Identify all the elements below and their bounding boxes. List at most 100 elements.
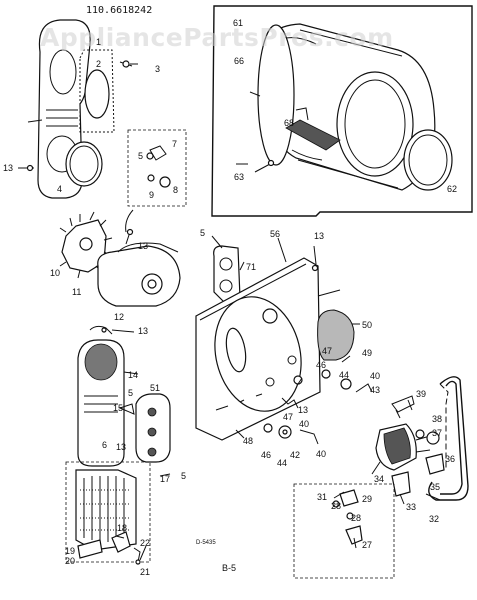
drawing-code: D-5435 [196, 540, 216, 546]
callout-44: 44 [277, 458, 287, 468]
callout-29: 29 [362, 494, 372, 504]
motor-assembly [375, 376, 469, 501]
callout-13: 13 [138, 241, 148, 251]
callout-8: 8 [173, 185, 178, 195]
callout-40: 40 [370, 371, 380, 381]
callout-9: 9 [149, 190, 154, 200]
screw-49 [341, 355, 351, 363]
watermark: AppliancePartsPros.com [40, 23, 394, 52]
switch-27 [345, 525, 363, 545]
callout-5: 5 [200, 228, 205, 238]
callout-13: 13 [298, 405, 308, 415]
callout-28: 28 [351, 513, 361, 523]
callout-7: 7 [172, 139, 177, 149]
drum-screw-63 [254, 163, 271, 173]
callout-49: 49 [362, 348, 372, 358]
callout-5: 5 [138, 151, 143, 161]
callout-11: 11 [72, 287, 81, 297]
callout-37: 37 [432, 428, 442, 438]
rear-panel-assembly [195, 245, 355, 441]
callout-1: 1 [96, 37, 101, 47]
callout-13: 13 [138, 326, 148, 336]
callout-21: 21 [140, 567, 150, 577]
drum-seal [403, 129, 453, 191]
drum-baffle [285, 119, 341, 151]
motor-clamp-33 [391, 471, 411, 497]
idler-bolt-40 [299, 429, 319, 445]
callout-3: 3 [155, 64, 160, 74]
callout-48: 48 [243, 436, 253, 446]
callout-42: 42 [290, 450, 300, 460]
callout-15: 15 [113, 403, 123, 413]
washer-46 [263, 423, 273, 433]
callout-50: 50 [362, 320, 372, 330]
callout-13: 13 [116, 442, 126, 452]
terminal-18 [111, 531, 131, 553]
callout-13: 13 [3, 163, 13, 173]
door-switch-group [293, 483, 395, 579]
callout-35: 35 [430, 482, 440, 492]
switch-29 [339, 489, 359, 507]
callout-62: 62 [447, 184, 457, 194]
callout-44: 44 [339, 370, 349, 380]
gasket-frame-2 [79, 49, 115, 133]
callout-40: 40 [299, 419, 309, 429]
callout-labels: 1 2 3 4 5 5 5 5 6 7 8 9 10 11 12 13 13 1… [3, 18, 457, 577]
callout-47: 47 [283, 412, 293, 422]
drum-front-opening [336, 71, 414, 177]
callout-38: 38 [432, 414, 442, 424]
callout-31: 31 [317, 492, 327, 502]
drive-belt-32 [428, 376, 469, 501]
duct-gasket-2 [84, 69, 110, 119]
callout-66: 66 [234, 56, 244, 66]
leader-lines [27, 63, 441, 561]
callout-12: 12 [114, 312, 124, 322]
callout-43: 43 [370, 385, 380, 395]
callout-17: 17 [160, 474, 170, 484]
blower-housing [97, 245, 181, 307]
model-number: 110.6618242 [86, 5, 152, 16]
clip-15 [118, 403, 135, 415]
callout-39: 39 [416, 389, 426, 399]
washer-44 [340, 378, 352, 390]
callout-68: 68 [284, 118, 294, 128]
callout-32: 32 [429, 514, 439, 524]
callout-14: 14 [128, 370, 138, 380]
callout-63: 63 [234, 172, 244, 182]
page-number: B-5 [222, 563, 236, 573]
callout-34: 34 [374, 474, 384, 484]
callout-56: 56 [270, 229, 280, 239]
callout-47: 47 [322, 346, 332, 356]
callout-40: 40 [316, 449, 326, 459]
callout-27: 27 [362, 540, 372, 550]
clip-19-20 [77, 539, 103, 559]
thermostat-9 [147, 174, 155, 182]
idler-pulley-group [263, 369, 373, 445]
heater-thermostat-22 [133, 547, 141, 563]
callout-22: 22 [140, 538, 150, 548]
callout-5: 5 [128, 388, 133, 398]
callout-5: 5 [181, 471, 186, 481]
drum-inset [211, 5, 473, 217]
callout-28: 28 [331, 501, 341, 511]
drum-inset-frame [211, 5, 473, 217]
exhaust-cover-50 [317, 309, 355, 361]
front-duct-assembly [18, 19, 133, 199]
callout-10: 10 [50, 268, 60, 278]
callout-46: 46 [261, 450, 271, 460]
callout-33: 33 [406, 502, 416, 512]
callout-71: 71 [246, 262, 256, 272]
motor-pulley-36 [426, 431, 440, 445]
motor-bracket-39 [391, 395, 415, 413]
lint-filter-assembly [65, 325, 171, 565]
bolt-43 [355, 383, 373, 393]
callout-46: 46 [316, 360, 326, 370]
thermostat-7 [149, 145, 167, 161]
callout-13: 13 [314, 231, 324, 241]
rear-panel-seal [214, 296, 302, 412]
callout-19: 19 [65, 546, 75, 556]
bracket-71 [213, 245, 241, 303]
thermostat-group [127, 129, 187, 207]
callout-2: 2 [96, 59, 101, 69]
